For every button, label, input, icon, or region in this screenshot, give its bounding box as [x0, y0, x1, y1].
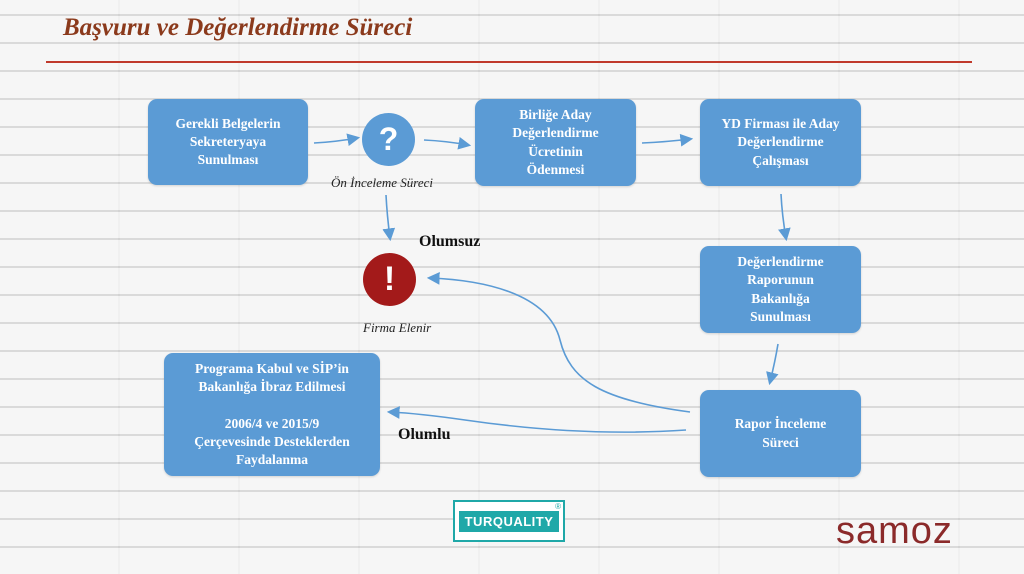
title-divider — [46, 61, 972, 63]
arrow-question-to-exclaim — [382, 194, 396, 242]
turquality-logo: TURQUALITY ® — [453, 500, 565, 542]
question-icon: ? — [362, 113, 415, 166]
samoz-brand-logo: samoz — [836, 510, 953, 552]
turquality-logo-text: TURQUALITY — [458, 510, 560, 532]
negative-label: Olumsuz — [419, 233, 481, 250]
page-title: Başvuru ve Değerlendirme Süreci — [63, 14, 413, 41]
arrow-b4-to-b5 — [766, 343, 779, 386]
arrow-b5-to-exclaim — [426, 271, 691, 413]
eliminated-label: Firma Elenir — [363, 320, 432, 335]
arrow-b2-to-b3 — [641, 133, 694, 147]
positive-label: Olumlu — [398, 426, 451, 443]
arrow-question-to-b2 — [423, 136, 472, 150]
step-report-submit-box: Değerlendirme Raporunun Bakanlığa Sunulm… — [700, 246, 861, 333]
step-yd-firm-box: YD Firması ile Aday Değerlendirme Çalışm… — [700, 99, 861, 186]
arrow-b1-to-question — [313, 133, 361, 147]
arrow-b3-to-b4 — [778, 193, 791, 242]
step-fee-box: Birliğe Aday Değerlendirme Ücretinin Öde… — [475, 99, 636, 186]
step-documents-box: Gerekli Belgelerin Sekreteryaya Sunulmas… — [148, 99, 308, 185]
exclamation-icon: ! — [363, 253, 416, 306]
registered-mark: ® — [555, 502, 561, 511]
arrow-b5-to-b6 — [386, 406, 687, 433]
step-report-review-box: Rapor İnceleme Süreci — [700, 390, 861, 477]
pre-review-label: Ön İnceleme Süreci — [331, 175, 434, 190]
step-program-acceptance-box: Programa Kabul ve SİP’in Bakanlığa İbraz… — [164, 353, 380, 476]
